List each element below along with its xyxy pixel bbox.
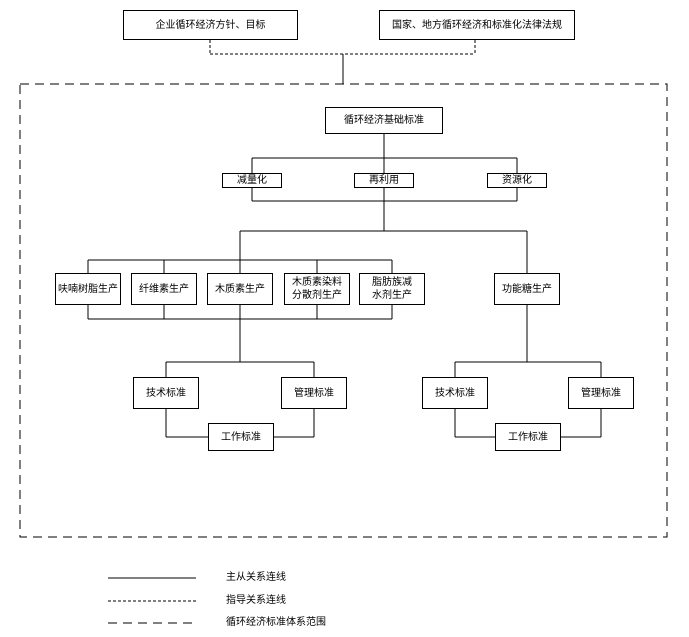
product-lignin-dye-dispersant-box: 木质素染料 分散剂生产 [284,273,350,305]
legend-solid-label: 主从关系连线 [226,572,286,583]
enterprise-policy-box: 企业循环经济方针、目标 [123,10,298,40]
principle-recycle-box: 资源化 [487,173,547,188]
main-lines [87,54,602,438]
left-work-standard-box: 工作标准 [208,423,274,451]
legend-dotted-label: 指导关系连线 [226,595,286,606]
principle-reuse-box: 再利用 [354,173,414,188]
product-aliphatic-water-reducer-box: 脂肪族减 水剂生产 [359,273,425,305]
system-boundary [19,83,668,538]
guidance-lines [209,40,476,55]
left-management-standard-box: 管理标准 [281,377,347,409]
left-technical-standard-box: 技术标准 [133,377,199,409]
legend-dashed-label: 循环经济标准体系范围 [226,617,326,628]
principle-reduce-box: 减量化 [222,173,282,188]
right-technical-standard-box: 技术标准 [422,377,488,409]
product-functional-sugar-box: 功能糖生产 [494,273,560,305]
product-furan-resin-box: 呋喃树脂生产 [55,273,121,305]
foundation-standard-box: 循环经济基础标准 [325,107,443,134]
right-management-standard-box: 管理标准 [568,377,634,409]
right-work-standard-box: 工作标准 [495,423,561,451]
national-laws-box: 国家、地方循环经济和标准化法律法规 [379,10,575,40]
product-lignin-box: 木质素生产 [207,273,273,305]
product-cellulose-box: 纤维素生产 [131,273,197,305]
